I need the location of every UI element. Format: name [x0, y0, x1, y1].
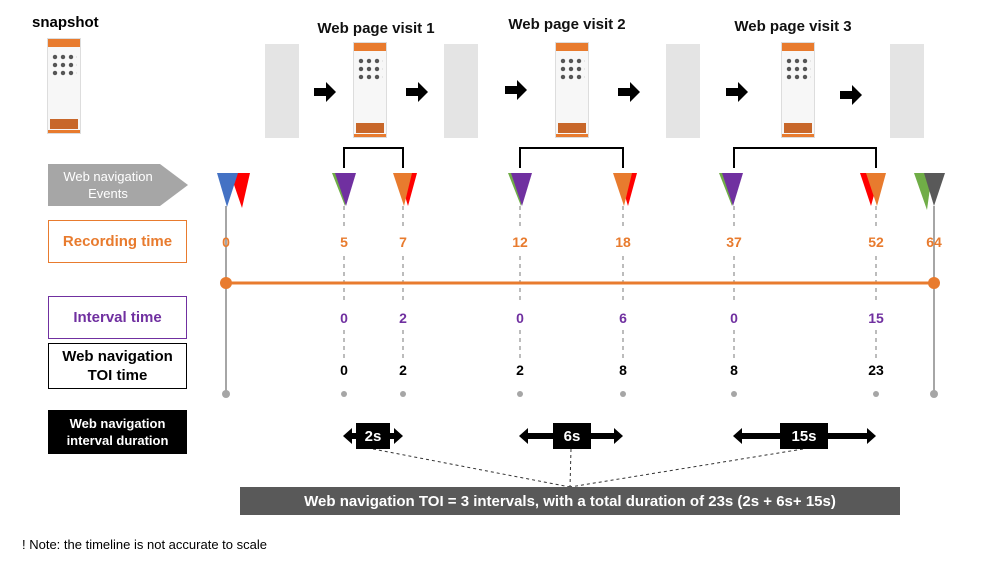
duration-badge: 2s: [356, 423, 390, 449]
right-arrow-icon: [840, 85, 862, 105]
recording-time-label: Recording time: [48, 220, 187, 263]
event-marker-blue: [217, 173, 238, 207]
recording-time-value: 12: [512, 234, 528, 250]
event-marker-purple: [722, 173, 743, 206]
interval-time-value: 0: [516, 310, 524, 326]
flow-arrows: [314, 80, 862, 105]
toi-time-value: 23: [868, 362, 884, 378]
right-arrow-icon: [505, 80, 527, 100]
snapshot-label: snapshot: [32, 14, 99, 31]
recording-time-value: 5: [340, 234, 348, 250]
event-marker-purple: [335, 173, 356, 206]
recording-time-value: 18: [615, 234, 631, 250]
interval-time-value: 2: [399, 310, 407, 326]
interval-time-value: 6: [619, 310, 627, 326]
interval-time-value: 0: [340, 310, 348, 326]
nav-events-arrow: [48, 164, 188, 206]
event-marker-orange: [866, 173, 886, 206]
page-thumbnail-1: [353, 42, 387, 138]
recording-time-value: 0: [222, 234, 230, 250]
interval-time-value: 15: [868, 310, 884, 326]
visit-title-1: Web page visit 1: [317, 20, 435, 37]
interval-time-label: Interval time: [48, 296, 187, 339]
timeline-start-dot: [220, 277, 232, 289]
event-marker-purple: [511, 173, 532, 206]
toi-time-label: Web navigation TOI time: [48, 343, 187, 389]
event-dashed-lines: [343, 206, 877, 360]
toi-time-value: 8: [730, 362, 738, 378]
toi-time-value: 2: [516, 362, 524, 378]
right-arrow-icon: [726, 82, 748, 102]
page-thumbnail-2: [555, 42, 589, 138]
page-thumbnail-3: [781, 42, 815, 138]
recording-time-value: 64: [926, 234, 942, 250]
toi-time-value: 0: [340, 362, 348, 378]
blank-page-box: [265, 44, 299, 138]
interval-duration-label: Web navigation interval duration: [48, 410, 187, 454]
blank-page-box: [666, 44, 700, 138]
recording-time-value: 7: [399, 234, 407, 250]
visit-title-2: Web page visit 2: [508, 16, 626, 33]
right-arrow-icon: [314, 82, 336, 102]
event-marker-orange: [613, 173, 632, 206]
nav-events-label: Web navigation Events: [63, 169, 153, 201]
toi-summary-banner: Web navigation TOI = 3 intervals, with a…: [240, 487, 900, 515]
event-marker-gray: [924, 173, 945, 206]
snapshot-thumbnail: [47, 38, 81, 134]
right-arrow-icon: [618, 82, 640, 102]
toi-time-value: 2: [399, 362, 407, 378]
recording-time-value: 37: [726, 234, 742, 250]
scale-note: ! Note: the timeline is not accurate to …: [22, 537, 267, 552]
blank-page-box: [890, 44, 924, 138]
blank-page-box: [444, 44, 478, 138]
duration-badge: 15s: [780, 423, 828, 449]
interval-time-value: 0: [730, 310, 738, 326]
summary-connectors: [372, 448, 804, 488]
right-arrow-icon: [406, 82, 428, 102]
toi-time-value: 8: [619, 362, 627, 378]
visit-title-3: Web page visit 3: [734, 18, 852, 35]
recording-time-value: 52: [868, 234, 884, 250]
timeline-end-dot: [928, 277, 940, 289]
visit-brackets: [343, 147, 877, 168]
duration-badge: 6s: [553, 423, 591, 449]
event-marker-orange: [393, 173, 412, 206]
